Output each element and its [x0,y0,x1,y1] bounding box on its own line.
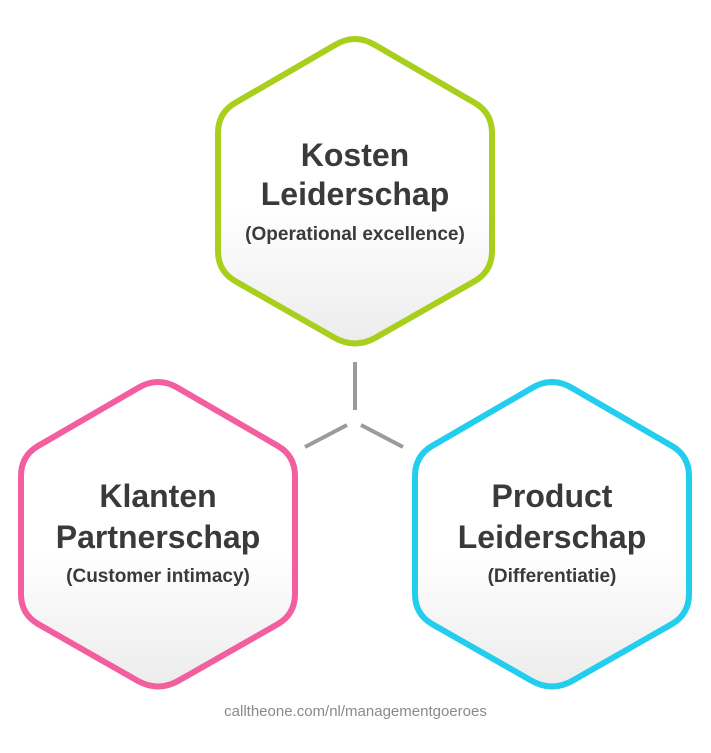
hexagon-cost-leadership: Kosten Leiderschap (Operational excellen… [215,36,495,347]
hexagon-top-subtitle: (Operational excellence) [245,224,465,245]
connector [304,362,404,449]
hexagon-right-shape [412,379,692,690]
hexagon-top-shape [215,36,495,347]
hexagon-right-title-line1: Product [492,478,613,514]
hexagon-customer-partnership: Klanten Partnerschap (Customer intimacy) [18,379,298,690]
hexagon-left-title-line1: Klanten [99,478,216,514]
hexagon-right-subtitle: (Differentiatie) [488,566,617,587]
hexagon-left-subtitle: (Customer intimacy) [66,566,250,587]
hexagon-top-title-line2: Leiderschap [261,176,450,212]
hexagon-right-title-line2: Leiderschap [458,519,647,555]
hexagon-left-title-line2: Partnerschap [56,519,261,555]
connector-line-left [304,423,348,449]
hexagon-left-shape [18,379,298,690]
source-url: calltheone.com/nl/managementgoeroes [224,703,487,720]
hexagon-top-title-line1: Kosten [301,137,409,173]
connector-line-right [360,423,404,449]
hexagon-product-leadership: Product Leiderschap (Differentiatie) [412,379,692,690]
